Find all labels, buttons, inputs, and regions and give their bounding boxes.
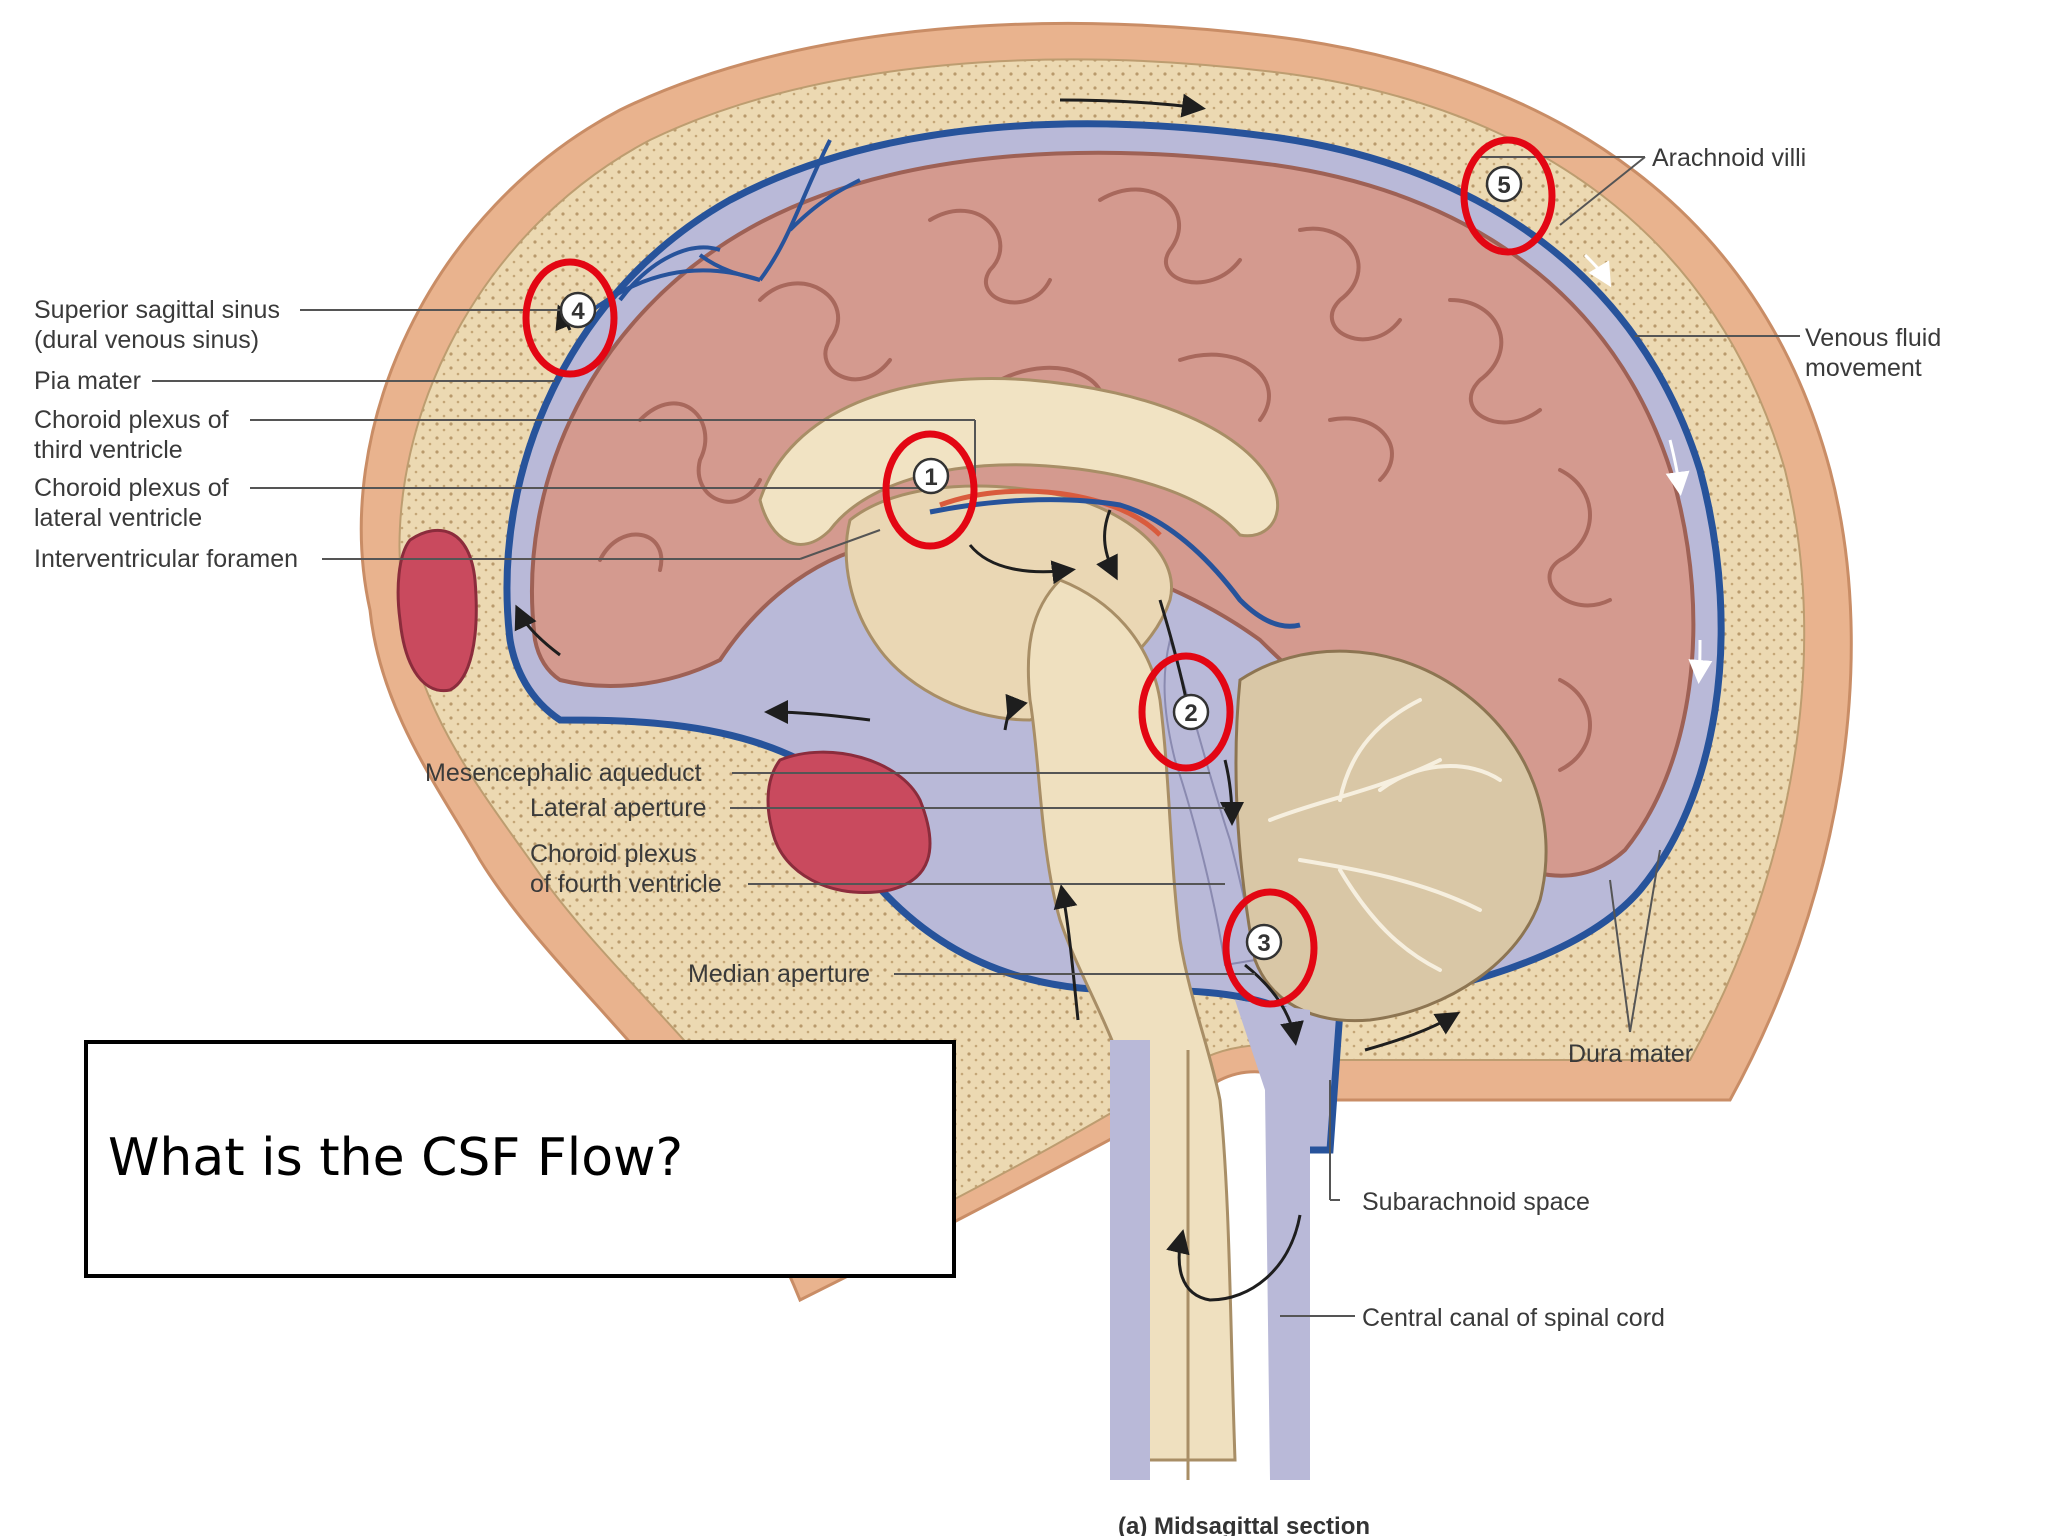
cortical-veins bbox=[578, 139, 861, 322]
marker-3: 3 bbox=[1245, 923, 1283, 961]
internal-cerebral-vein bbox=[929, 497, 1301, 629]
svg-text:1: 1 bbox=[924, 464, 937, 491]
sphenoid-sinus bbox=[766, 750, 932, 895]
question-box: What is the CSF Flow? bbox=[84, 1040, 956, 1278]
label-choroid-plexus-fourth-1: Choroid plexus bbox=[530, 840, 697, 868]
arbor-vitae bbox=[1268, 698, 1502, 972]
svg-text:3: 3 bbox=[1257, 930, 1270, 957]
label-central-canal: Central canal of spinal cord bbox=[1362, 1304, 1665, 1332]
gyri-folds bbox=[598, 187, 1612, 772]
marker-2: 2 bbox=[1172, 693, 1210, 731]
label-venous-fluid-2: movement bbox=[1805, 354, 1922, 382]
highlight-ring-5 bbox=[1460, 136, 1556, 256]
spinal-subarachnoid-posterior bbox=[1235, 1000, 1310, 1480]
svg-text:4: 4 bbox=[571, 298, 585, 325]
highlight-rings bbox=[522, 136, 1556, 1008]
label-choroid-plexus-third-1: Choroid plexus of bbox=[34, 406, 229, 434]
marker-5: 5 bbox=[1485, 165, 1523, 203]
label-dura-mater: Dura mater bbox=[1568, 1040, 1693, 1068]
spinal-subarachnoid bbox=[1110, 1040, 1150, 1480]
leader-lines bbox=[152, 156, 1800, 1317]
label-choroid-plexus-lateral-2: lateral ventricle bbox=[34, 504, 202, 532]
label-mesencephalic-aqueduct: Mesencephalic aqueduct bbox=[425, 759, 702, 787]
label-arachnoid-villi: Arachnoid villi bbox=[1652, 144, 1806, 172]
venous-flow-arrows bbox=[1583, 253, 1713, 684]
label-choroid-plexus-third-2: third ventricle bbox=[34, 436, 183, 464]
label-dural-venous-sinus: (dural venous sinus) bbox=[34, 326, 259, 354]
svg-text:5: 5 bbox=[1497, 172, 1510, 199]
highlight-ring-3 bbox=[1222, 888, 1318, 1008]
label-pia-mater: Pia mater bbox=[34, 367, 141, 395]
highlight-ring-2 bbox=[1138, 652, 1234, 772]
question-text: What is the CSF Flow? bbox=[108, 1128, 684, 1188]
highlight-ring-1 bbox=[882, 430, 978, 550]
svg-text:2: 2 bbox=[1184, 700, 1197, 727]
label-median-aperture: Median aperture bbox=[688, 960, 870, 988]
caption: (a) Midsagittal section bbox=[1118, 1513, 1370, 1536]
label-choroid-plexus-fourth-2: of fourth ventricle bbox=[530, 870, 722, 898]
marker-4: 4 bbox=[559, 291, 597, 329]
frontal-sinus bbox=[396, 529, 478, 693]
label-subarachnoid-space: Subarachnoid space bbox=[1362, 1188, 1590, 1216]
label-choroid-plexus-lateral-1: Choroid plexus of bbox=[34, 474, 229, 502]
label-lateral-aperture: Lateral aperture bbox=[530, 794, 707, 822]
label-interventricular-foramen: Interventricular foramen bbox=[34, 545, 298, 573]
marker-1: 1 bbox=[912, 457, 950, 495]
label-venous-fluid-1: Venous fluid bbox=[1805, 324, 1941, 352]
highlight-ring-4 bbox=[522, 258, 618, 378]
label-superior-sagittal-sinus: Superior sagittal sinus bbox=[34, 296, 280, 324]
